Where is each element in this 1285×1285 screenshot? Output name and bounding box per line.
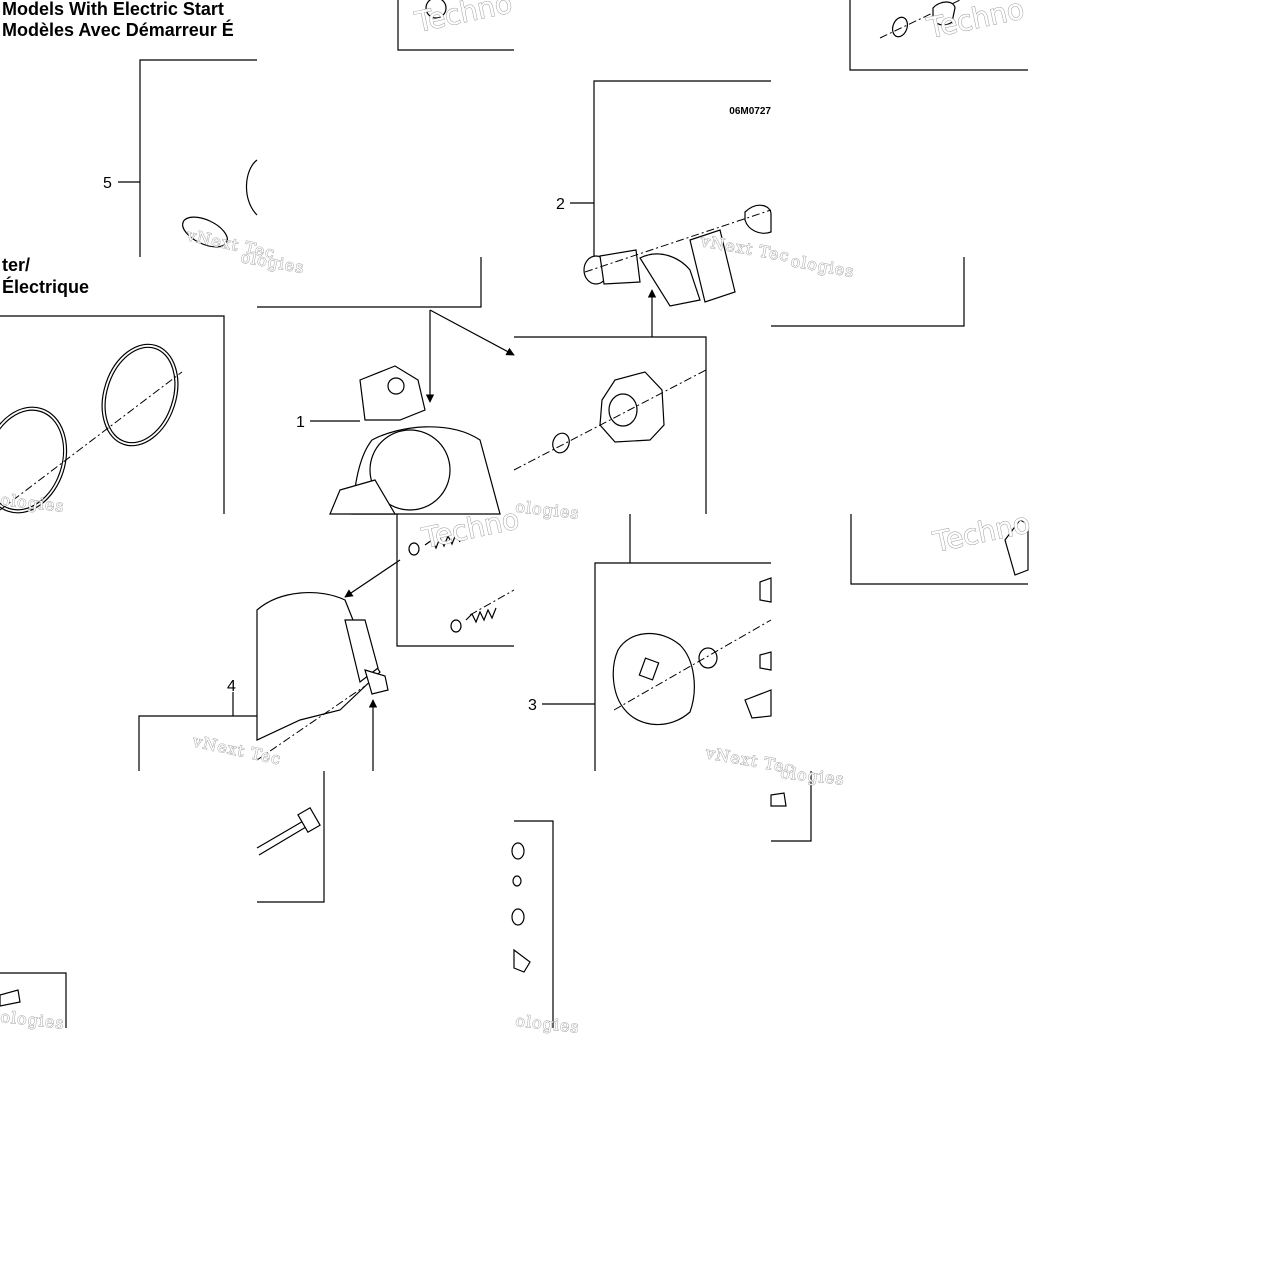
watermark-text: ologies <box>515 497 581 523</box>
watermark-text: Techno <box>412 0 515 39</box>
tile-top-right-frame <box>771 257 965 327</box>
callout-2: 2 <box>556 196 565 213</box>
tile-title-callout-5: Models With Electric Start Modèles Avec … <box>2 0 258 257</box>
watermark-text: ologies <box>0 1007 66 1033</box>
tile-long-bolt <box>256 771 325 903</box>
tile-starter-motor: 1 <box>257 257 515 515</box>
tile-hardware-column <box>511 820 554 1028</box>
tile-bottom-left <box>0 972 67 1028</box>
callout-1: 1 <box>296 414 305 431</box>
callout-4: 4 <box>227 678 236 695</box>
tile-callout-2: 2 06M0727 <box>556 80 772 307</box>
tile-ring-top-right <box>849 0 1028 71</box>
tile-starter-body <box>256 514 515 771</box>
watermark-text: ologies <box>515 1011 581 1037</box>
watermark-text: ologies <box>239 247 306 277</box>
drawing-code: 06M0727 <box>729 106 771 117</box>
watermark-text: ologies <box>780 763 846 789</box>
tile-drive-gear <box>513 289 707 514</box>
watermark-text: vNext Tec <box>190 731 283 768</box>
callout-5: 5 <box>103 175 112 192</box>
callout-3: 3 <box>528 697 537 714</box>
tile-frame-fragment <box>770 771 812 842</box>
heading-line-2: Modèles Avec Démarreur É <box>2 19 234 40</box>
tile-right-bracket <box>850 514 1029 585</box>
tile-callout-3: 3 <box>528 514 772 771</box>
tile-bracket-top <box>397 0 514 51</box>
heading-line-1: Models With Electric Start <box>2 0 224 19</box>
heading-line-3: ter/ <box>2 255 30 275</box>
tile-callout-4: 4 <box>138 678 257 771</box>
watermark-text: ologies <box>789 251 856 281</box>
heading-line-4: Électrique <box>2 276 89 297</box>
tile-o-rings: ter/ Électrique <box>0 255 225 514</box>
